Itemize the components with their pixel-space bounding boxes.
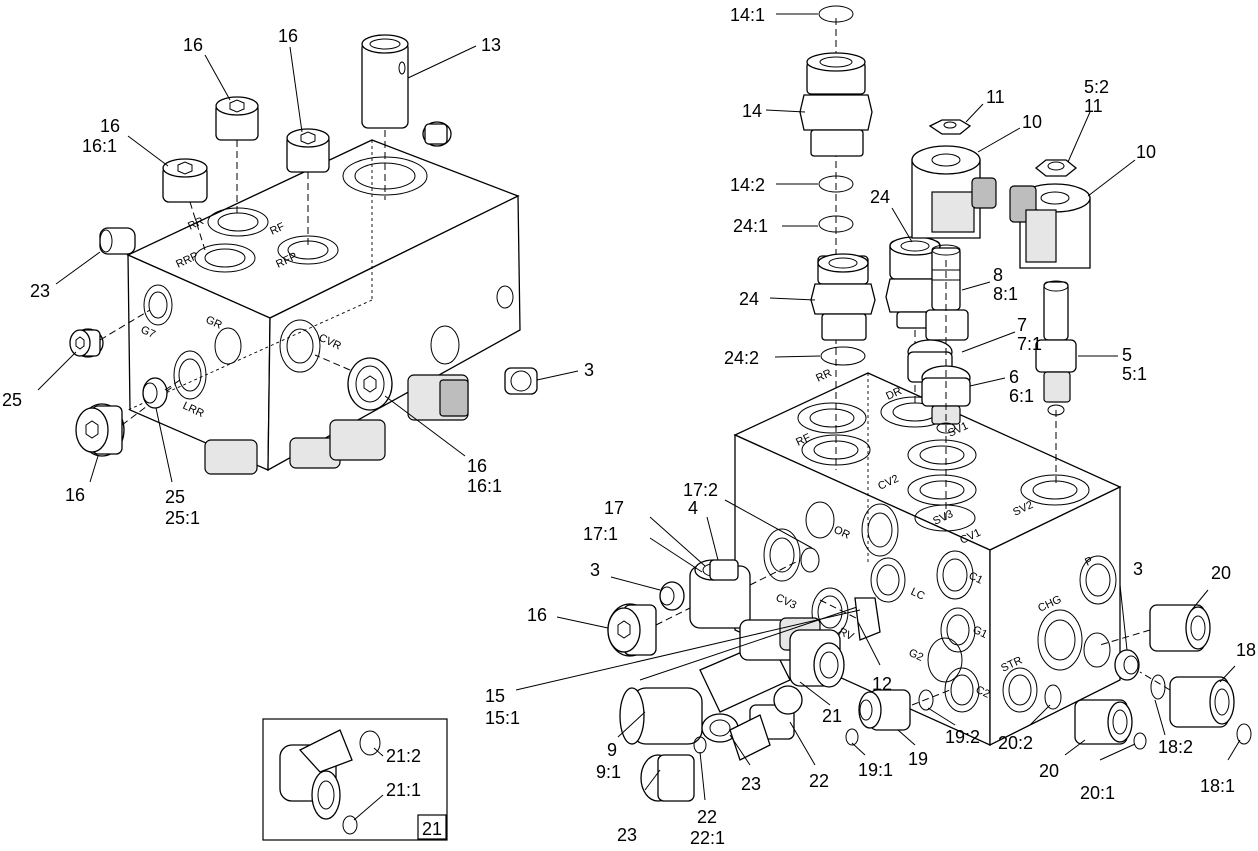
label-14-2: 14:2: [730, 175, 765, 195]
label-16-1-c: 16:1: [82, 136, 117, 156]
label-17: 17: [604, 498, 624, 518]
label-24-1: 24:1: [733, 216, 768, 236]
label-21-box: 21: [422, 819, 442, 839]
port-label-g1: G1: [971, 624, 989, 641]
port-label-lc: LC: [909, 586, 927, 603]
label-23-b: 23: [617, 825, 637, 845]
label-13: 13: [481, 35, 501, 55]
label-3-b: 3: [590, 560, 600, 580]
label-3-a: 3: [584, 360, 594, 380]
port-label-rf: RF: [268, 221, 287, 238]
label-16-d: 16: [467, 456, 487, 476]
label-20-2: 20:2: [998, 733, 1033, 753]
label-6: 6: [1009, 367, 1019, 387]
label-9-1: 9:1: [596, 762, 621, 782]
label-18: 18: [1236, 640, 1256, 660]
label-16-e: 16: [65, 485, 85, 505]
label-19-1: 19:1: [858, 760, 893, 780]
label-17-1: 17:1: [583, 524, 618, 544]
label-18-1: 18:1: [1200, 776, 1235, 796]
label-25-1-b: 25:1: [165, 508, 200, 528]
label-14-1: 14:1: [730, 5, 765, 25]
label-8-1: 8:1: [993, 284, 1018, 304]
port-label-g2: G2: [907, 647, 925, 664]
port-label-p: P: [1083, 555, 1095, 569]
label-24-a: 24: [870, 187, 890, 207]
label-21-1: 21:1: [386, 780, 421, 800]
label-24-2: 24:2: [724, 348, 759, 368]
label-5-1: 5:1: [1122, 364, 1147, 384]
label-16-b: 16: [278, 26, 298, 46]
label-18-2: 18:2: [1158, 737, 1193, 757]
label-23-a: 23: [30, 281, 50, 301]
callout-labels: 14:1 14 14:2 24:1 24 24 24:2 11 10 5:2 1…: [2, 5, 1256, 848]
right-top-cartridges: [799, 5, 1091, 520]
label-24-b: 24: [739, 289, 759, 309]
port-label-g7: G7: [139, 324, 157, 341]
left-manifold-block: RR RRP RF RFP G7 GR CVR LRR: [126, 139, 521, 475]
label-22: 22: [809, 771, 829, 791]
left-block-parts: [69, 34, 538, 457]
inset-detail-21: [262, 718, 448, 841]
label-25-a: 25: [2, 390, 22, 410]
right-manifold-block: RR RF DR SV1 CV2 CV1 SV2 CV3 OR C1 LC G1…: [733, 367, 1122, 747]
label-4: 4: [688, 498, 698, 518]
port-label-c2: C2: [974, 684, 992, 701]
label-20-1: 20:1: [1080, 783, 1115, 803]
label-8: 8: [993, 265, 1003, 285]
label-11-a: 11: [986, 87, 1005, 107]
right-side-fittings: [607, 547, 1252, 802]
label-25-b: 25: [165, 487, 185, 507]
label-16-c: 16: [100, 116, 120, 136]
label-19-2: 19:2: [945, 727, 980, 747]
label-16-f: 16: [527, 605, 547, 625]
label-9: 9: [607, 740, 617, 760]
label-5-2: 5:2: [1084, 77, 1109, 97]
label-19: 19: [908, 749, 928, 769]
label-3-c: 3: [1133, 559, 1143, 579]
label-15: 15: [485, 686, 505, 706]
label-16-a: 16: [183, 35, 203, 55]
leader-lines: [37, 13, 1241, 821]
label-20-a: 20: [1211, 563, 1231, 583]
label-15-1: 15:1: [485, 708, 520, 728]
label-21-2: 21:2: [386, 746, 421, 766]
label-5: 5: [1122, 345, 1132, 365]
label-10-b: 10: [1136, 142, 1156, 162]
label-14: 14: [742, 101, 762, 121]
label-20-b: 20: [1039, 761, 1059, 781]
label-11-b: 11: [1084, 96, 1103, 116]
label-10-a: 10: [1022, 112, 1042, 132]
label-21: 21: [822, 706, 842, 726]
label-7: 7: [1017, 315, 1027, 335]
label-12: 12: [872, 674, 892, 694]
port-label-rf-right: RF: [794, 432, 813, 449]
port-label-c1: C1: [967, 570, 985, 587]
label-16-1-d: 16:1: [467, 476, 502, 496]
label-23-c: 23: [741, 774, 761, 794]
label-22-b: 22: [697, 807, 717, 827]
label-7-1: 7:1: [1017, 334, 1042, 354]
label-22-1: 22:1: [690, 828, 725, 848]
port-label-rr-right: RR: [814, 367, 834, 385]
label-6-1: 6:1: [1009, 386, 1034, 406]
label-17-2: 17:2: [683, 480, 718, 500]
